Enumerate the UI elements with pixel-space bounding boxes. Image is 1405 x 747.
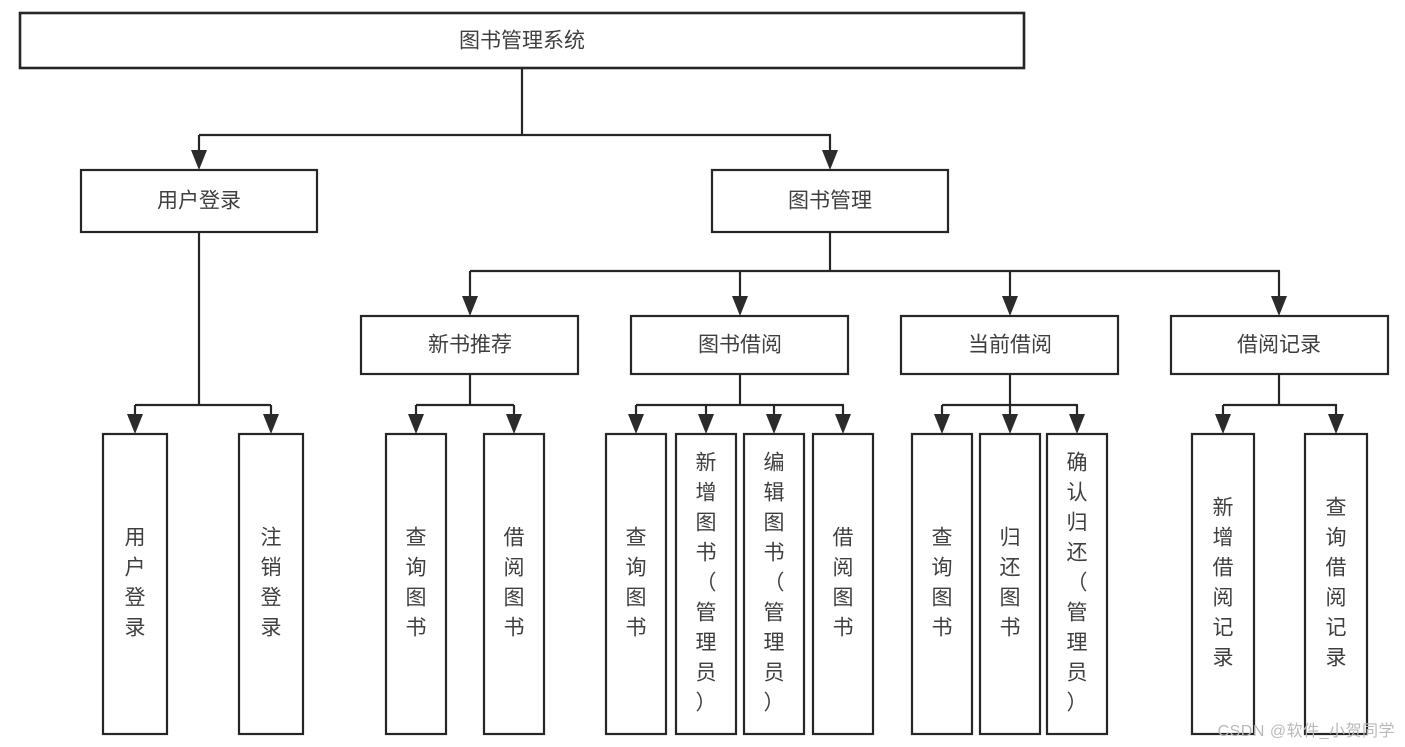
arrow-head-leaf-1 [127,414,143,434]
node-borrow-record-box[interactable] [1169,314,1390,376]
leaf-node-user-login-label: 用户登录 [125,527,146,640]
node-current-borrow[interactable]: 当前借阅 [899,314,1120,376]
arrow-head-borrow [732,296,748,316]
leaf-node-borrow-books-1[interactable]: 借阅图书 [482,432,546,736]
arrow-head-leaf-2 [263,414,279,434]
leaf-node-add-book-admin-label: 新增图书（管理员） [696,452,717,715]
node-user-login[interactable]: 用户登录 [79,168,319,234]
leaf-node-query-books-1-box[interactable] [384,432,448,736]
node-root[interactable]: 图书管理系统 [18,11,1026,70]
node-book-borrow-box[interactable] [629,314,850,376]
leaf-node-edit-book-admin-label: 编辑图书（管理员） [764,452,785,715]
arrow-head-newbook [462,296,478,316]
node-new-book-recommend-box[interactable] [359,314,580,376]
leaf-node-edit-book-admin-box[interactable] [742,432,806,736]
leaf-node-confirm-return-admin-label: 确认归还（管理员） [1067,452,1088,715]
leaf-node-add-borrow-record[interactable]: 新增借阅记录 [1190,432,1256,736]
arrow-head-leaf-3 [408,414,424,434]
arrow-head-leaf-11 [1069,414,1085,434]
node-book-borrow-label: 图书借阅 [698,334,782,357]
node-borrow-record-label: 借阅记录 [1237,334,1321,357]
leaf-node-query-books-3-box[interactable] [910,432,974,736]
arrow-head-leaf-10 [1002,414,1018,434]
leaf-node-borrow-books-1-label: 借阅图书 [504,527,525,640]
node-new-book-recommend-label: 新书推荐 [428,334,512,357]
leaf-node-query-borrow-record-label: 查询借阅记录 [1326,497,1347,670]
leaf-node-query-books-3[interactable]: 查询图书 [910,432,974,736]
watermark-text: CSDN @软件_小贺同学 [1217,723,1395,740]
node-new-book-recommend[interactable]: 新书推荐 [359,314,580,376]
leaf-node-query-books-2-label: 查询图书 [626,527,647,640]
leaf-node-logout-label: 注销登录 [261,527,282,640]
leaf-node-logout-box[interactable] [237,432,305,736]
leaf-node-query-books-1[interactable]: 查询图书 [384,432,448,736]
leaf-node-edit-book-admin[interactable]: 编辑图书（管理员） [742,432,806,736]
leaf-node-confirm-return-admin[interactable]: 确认归还（管理员） [1045,432,1109,736]
leaf-node-confirm-return-admin-box[interactable] [1045,432,1109,736]
arrow-head-leaf-8 [835,414,851,434]
arrow-head-leaf-12 [1215,414,1231,434]
arrow-head-leaf-5 [628,414,644,434]
leaf-node-add-borrow-record-label: 新增借阅记录 [1213,497,1234,670]
node-root-label: 图书管理系统 [459,30,585,53]
leaf-node-query-books-2[interactable]: 查询图书 [604,432,668,736]
arrow-head-current [1002,296,1018,316]
leaf-node-borrow-books-2-box[interactable] [811,432,875,736]
node-book-management[interactable]: 图书管理 [710,168,950,234]
arrow-head-leaf-4 [506,414,522,434]
leaf-node-add-book-admin-box[interactable] [674,432,738,736]
node-current-borrow-label: 当前借阅 [968,334,1052,357]
arrow-head-leaf-6 [698,414,714,434]
leaf-node-query-borrow-record[interactable]: 查询借阅记录 [1303,432,1369,736]
leaf-node-add-book-admin[interactable]: 新增图书（管理员） [674,432,738,736]
leaf-node-query-books-2-box[interactable] [604,432,668,736]
arrow-head-to-books [822,150,838,170]
arrow-head-leaf-9 [934,414,950,434]
leaf-node-borrow-books-1-box[interactable] [482,432,546,736]
node-user-login-box[interactable] [79,168,319,234]
leaf-node-user-login-box[interactable] [101,432,169,736]
leaf-node-borrow-books-2-label: 借阅图书 [833,527,854,640]
leaf-node-return-books-box[interactable] [978,432,1042,736]
connector-layer [127,68,1344,434]
leaf-node-logout[interactable]: 注销登录 [237,432,305,736]
node-book-management-box[interactable] [710,168,950,234]
node-book-management-label: 图书管理 [788,190,872,213]
leaf-node-borrow-books-2[interactable]: 借阅图书 [811,432,875,736]
arrow-head-leaf-7 [766,414,782,434]
node-user-login-label: 用户登录 [157,190,241,213]
leaf-node-add-borrow-record-box[interactable] [1190,432,1256,736]
leaf-node-return-books[interactable]: 归还图书 [978,432,1042,736]
node-root-box[interactable] [18,11,1026,70]
arrow-head-record [1271,296,1287,316]
leaf-node-query-books-3-label: 查询图书 [932,527,953,640]
leaf-node-query-borrow-record-box[interactable] [1303,432,1369,736]
leaf-node-query-books-1-label: 查询图书 [406,527,427,640]
leaf-node-return-books-label: 归还图书 [1000,527,1021,640]
node-book-borrow[interactable]: 图书借阅 [629,314,850,376]
arrow-head-leaf-13 [1328,414,1344,434]
leaf-node-user-login[interactable]: 用户登录 [101,432,169,736]
node-current-borrow-box[interactable] [899,314,1120,376]
arrow-head-to-login [191,150,207,170]
node-borrow-record[interactable]: 借阅记录 [1169,314,1390,376]
